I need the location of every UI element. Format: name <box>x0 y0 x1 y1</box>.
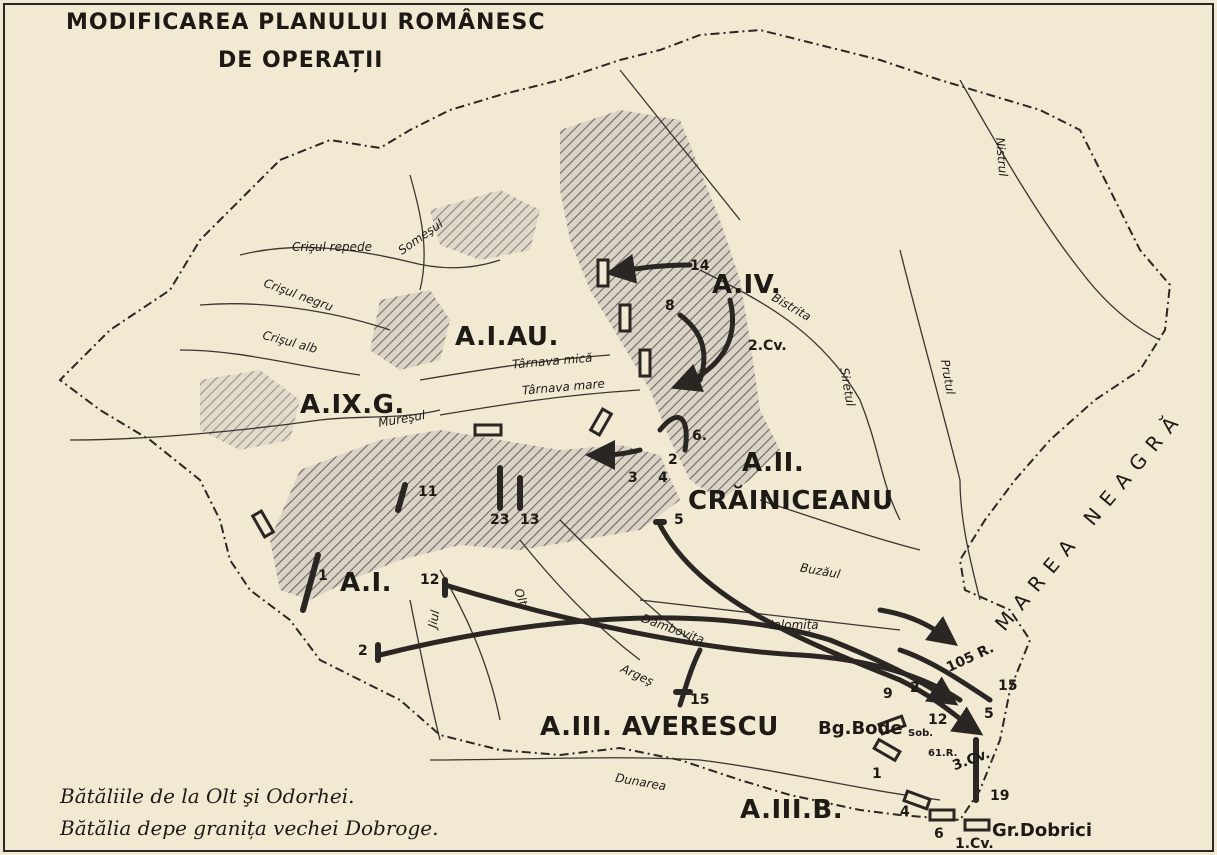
army-label-a9g: A.IX.G. <box>300 390 405 420</box>
unit-1cv: 1.Cv. <box>955 836 994 852</box>
mountains-north <box>430 190 540 260</box>
unit-5-east: 5 <box>984 706 994 722</box>
unit-5: 5 <box>674 512 684 528</box>
unit-1: 1 <box>318 568 328 584</box>
unit-2-west: 2 <box>358 643 368 659</box>
unit-19: 19 <box>990 788 1010 804</box>
unit-6-east: 6 <box>934 826 944 842</box>
unit-2cv: 2.Cv. <box>748 338 787 354</box>
map-title-line1: MODIFICAREA PLANULUI ROMÂNESC <box>66 10 546 35</box>
legend-line1: Bătăliile de la Olt şi Odorhei. <box>60 784 355 808</box>
river-label-crisul-repede: Crişul repede <box>292 240 372 254</box>
mountains-west <box>370 290 450 370</box>
unit-4-east: 4 <box>900 804 910 820</box>
unit-12: 12 <box>420 572 440 588</box>
mountains-east <box>560 110 780 500</box>
unit-3: 3 <box>628 470 638 486</box>
map-frame <box>3 3 1214 852</box>
map-title-line2: DE OPERAȚII <box>218 48 384 73</box>
army-label-a3: A.III. AVERESCU <box>540 712 779 742</box>
unit-4: 4 <box>658 470 668 486</box>
army-label-a4: A.IV. <box>712 270 782 300</box>
army-label-a1au: A.I.AU. <box>455 322 559 352</box>
unit-14: 14 <box>690 258 710 274</box>
unit-2: 2 <box>668 452 678 468</box>
army-label-a3b: A.III.B. <box>740 795 844 825</box>
unit-8: 8 <box>665 298 675 314</box>
unit-9: 9 <box>883 686 893 702</box>
unit-1-east: 1 <box>872 766 882 782</box>
unit-23: 23 <box>490 512 510 528</box>
mountains-apuseni <box>200 370 300 450</box>
unit-11: 11 <box>418 484 438 500</box>
army-label-prezan: CRĂINICEANU <box>688 486 894 516</box>
romania-border <box>58 28 1172 822</box>
mountains-south <box>270 430 680 600</box>
unit-61r: 61.R. <box>928 748 958 759</box>
unit-12-east: 12 <box>928 712 948 728</box>
unit-symbols <box>250 258 991 832</box>
movement-arrows <box>377 254 993 736</box>
front-bars <box>300 465 979 803</box>
rivers <box>69 69 1161 801</box>
place-grdobrici: Gr.Dobrici <box>992 820 1093 841</box>
river-label-ialomita: Ialomița <box>770 618 819 632</box>
army-label-a2: A.II. <box>742 448 805 478</box>
place-bgbode: Bg.Bode <box>818 718 903 739</box>
unit-6: 6. <box>692 428 708 444</box>
unit-15-south: 15 <box>690 692 710 708</box>
unit-2-east: 2 <box>910 680 920 696</box>
unit-15-east: 15 <box>998 678 1018 694</box>
army-label-a1: A.I. <box>340 568 393 598</box>
unit-sob: Sob. <box>908 728 934 739</box>
legend-line2: Bătălia depe granița vechei Dobroge. <box>60 816 439 840</box>
unit-13: 13 <box>520 512 540 528</box>
